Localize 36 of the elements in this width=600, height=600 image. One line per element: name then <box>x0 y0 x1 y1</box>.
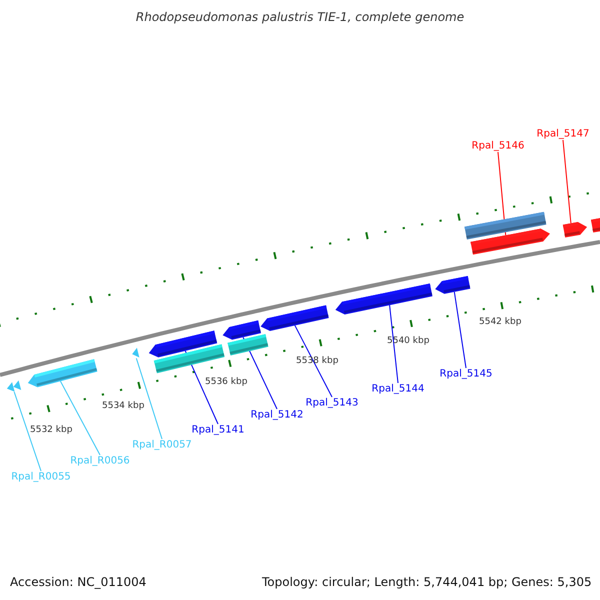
scale-label: 5532 kbp <box>30 426 72 436</box>
gene-block <box>335 284 432 315</box>
gene-label: Rpal_5145 <box>440 368 492 380</box>
gene-block <box>132 348 140 358</box>
feature-bar <box>154 344 225 374</box>
leader-line <box>389 304 398 384</box>
gene-label: Rpal_5142 <box>250 410 304 420</box>
gene-block <box>470 228 550 255</box>
gene-label: Rpal_5141 <box>192 424 244 436</box>
gene-label: Rpal_5146 <box>472 140 524 152</box>
scale-label: 5536 kbp <box>205 378 248 388</box>
gene-block <box>260 305 329 332</box>
gene-block <box>590 218 600 233</box>
leader-line <box>60 380 100 456</box>
gene-label: Rpal_5143 <box>306 398 358 408</box>
gene-block <box>28 359 98 388</box>
gene-label: Rpal_R0056 <box>70 456 130 466</box>
leader-line <box>562 140 572 224</box>
leader-line <box>294 324 332 398</box>
footer-text: Topology: circular; Length: 5,744,041 bp; Genes: 5,305 <box>262 576 592 590</box>
scale-label: 5542 kbp <box>479 318 522 328</box>
scale-label: 5534 kbp <box>102 402 144 412</box>
gene-block <box>6 380 22 392</box>
gene-block <box>562 222 588 238</box>
gene-label: Rpal_R0055 <box>11 472 71 482</box>
gene-block <box>435 276 470 294</box>
footer-text: Accession: NC_011004 <box>10 576 146 590</box>
feature-bar <box>228 334 268 356</box>
leader-line <box>14 391 42 472</box>
leader-line <box>136 358 162 440</box>
gene-label: Rpal_5144 <box>372 384 424 394</box>
gene-label: Rpal_5147 <box>536 128 590 140</box>
title: Rhodopseudomonas palustris TIE-1, complete genome <box>136 11 464 24</box>
gene-block <box>222 320 262 340</box>
leader-line <box>454 291 466 368</box>
gene-label: Rpal_R0057 <box>132 440 192 450</box>
